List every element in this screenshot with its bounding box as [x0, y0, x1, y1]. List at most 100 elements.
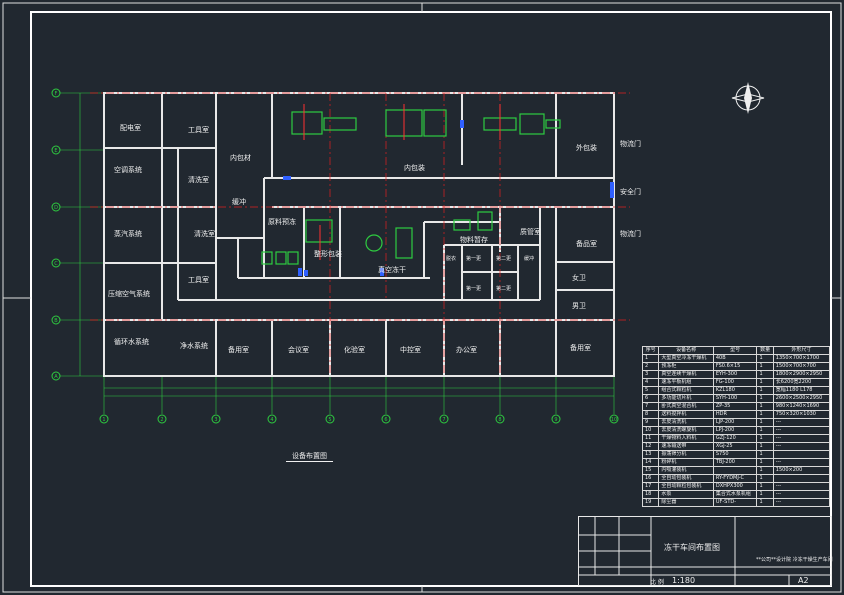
grid-col-label: 4: [270, 417, 273, 423]
room-label: 物料暂存: [460, 235, 488, 244]
grid-col-bubble: [99, 414, 109, 424]
room-label: 内包装: [404, 163, 425, 172]
table-cell: 1350×700×1700: [772, 354, 831, 363]
north-arrow-icon: [731, 82, 765, 114]
table-cell: ---: [772, 490, 831, 499]
table-cell: UF-STD-: [712, 498, 758, 507]
table-cell: ---: [772, 498, 831, 507]
room-label: 备品室: [576, 239, 597, 248]
grid-col-bubble: [157, 414, 167, 424]
grid-col-bubble: [439, 414, 449, 424]
grid-row-label: E: [54, 148, 57, 154]
table-cell: FS0.6×15: [712, 362, 758, 371]
table-cell: 980×1240×1690: [772, 402, 831, 411]
axis-centerlines: [90, 92, 630, 376]
grid-col-label: 5: [328, 417, 331, 423]
table-cell: 3: [641, 370, 660, 379]
room-label: 质管室: [520, 227, 541, 236]
table-cell: 18: [641, 490, 660, 499]
table-cell: ---: [772, 442, 831, 451]
table-cell: 13: [641, 450, 660, 459]
room-label: 内包材: [230, 153, 251, 162]
table-cell: 1: [756, 354, 774, 363]
grid-col-label: 1: [102, 417, 105, 423]
table-cell: 大型真空冷冻干燥机: [658, 354, 714, 363]
table-header-cell: 数量: [756, 346, 774, 355]
grid-col-label: 7: [442, 417, 445, 423]
table-header-cell: 序号: [641, 346, 660, 355]
table-cell: 卧式真空混合机: [658, 402, 714, 411]
table-cell: XGJ-25: [712, 442, 758, 451]
table-cell: 11: [641, 434, 660, 443]
grid-col-bubble: [609, 414, 619, 424]
sheet-size: A2: [798, 576, 809, 585]
room-label: 第二更: [496, 255, 511, 262]
room-label: 循环水系统: [114, 337, 149, 346]
grid-col-bubble: [551, 414, 561, 424]
room-label: 第一更: [466, 285, 481, 292]
table-cell: 5: [641, 386, 660, 395]
scale-label: 比 例: [650, 579, 664, 586]
table-cell: 17: [641, 482, 660, 491]
table-cell: 宽幅1180 L178: [772, 386, 831, 395]
table-cell: 1: [756, 418, 774, 427]
table-cell: 速冻输送带: [658, 442, 714, 451]
table-cell: 内吸灌装机: [658, 466, 714, 475]
table-cell: GZJ-120: [712, 434, 758, 443]
table-cell: 7: [641, 402, 660, 411]
table-cell: 750×320×1030: [772, 410, 831, 419]
room-labels: 配电室 空调系统 蒸汽系统 压缩空气系统 循环水系统 工具室 清洗室 清洗室 工…: [108, 123, 641, 354]
table-cell: FG-100: [712, 378, 758, 387]
table-cell: 1: [756, 394, 774, 403]
table-cell: 1: [756, 370, 774, 379]
title-block: [578, 516, 832, 586]
table-cell: LPJ-200: [712, 426, 758, 435]
room-label: 备用室: [228, 345, 249, 354]
table-cell: 除尘器: [658, 498, 714, 507]
table-cell: 16: [641, 474, 660, 483]
table-cell: ZP-35: [712, 402, 758, 411]
table-header-cell: 设备名称: [658, 346, 714, 355]
grid-row-label: C: [54, 261, 58, 267]
table-cell: TBJ-200: [712, 458, 758, 467]
table-cell: 去皮清洗机: [658, 418, 714, 427]
grid-col-label: 10: [611, 417, 617, 423]
table-cell: 1: [756, 466, 774, 475]
grid-col-label: 6: [384, 417, 387, 423]
table-cell: [712, 466, 758, 475]
grid-col-label: 2: [160, 417, 163, 423]
table-cell: [772, 474, 831, 483]
table-cell: HDR: [712, 410, 758, 419]
table-cell: KZL180: [712, 386, 758, 395]
room-label: 男卫: [572, 302, 586, 310]
grid-col-bubble: [211, 414, 221, 424]
table-cell: 10: [641, 426, 660, 435]
room-label: 工具室: [188, 275, 209, 284]
table-cell: SYH-100: [712, 394, 758, 403]
room-label: 压缩空气系统: [108, 289, 150, 298]
table-cell: 8: [641, 410, 660, 419]
room-label: 整形包装: [314, 249, 342, 258]
room-label: 办公室: [456, 345, 477, 354]
table-cell: 1: [641, 354, 660, 363]
grid-row-label: B: [54, 318, 58, 324]
table-cell: 1: [756, 450, 774, 459]
room-label: 会议室: [288, 345, 309, 354]
table-cell: 组合式颗粒机: [658, 386, 714, 395]
table-cell: 1: [756, 402, 774, 411]
room-label: 第二更: [496, 285, 511, 292]
door-label: 安全门: [620, 187, 641, 196]
room-label: 缓冲: [524, 255, 534, 262]
